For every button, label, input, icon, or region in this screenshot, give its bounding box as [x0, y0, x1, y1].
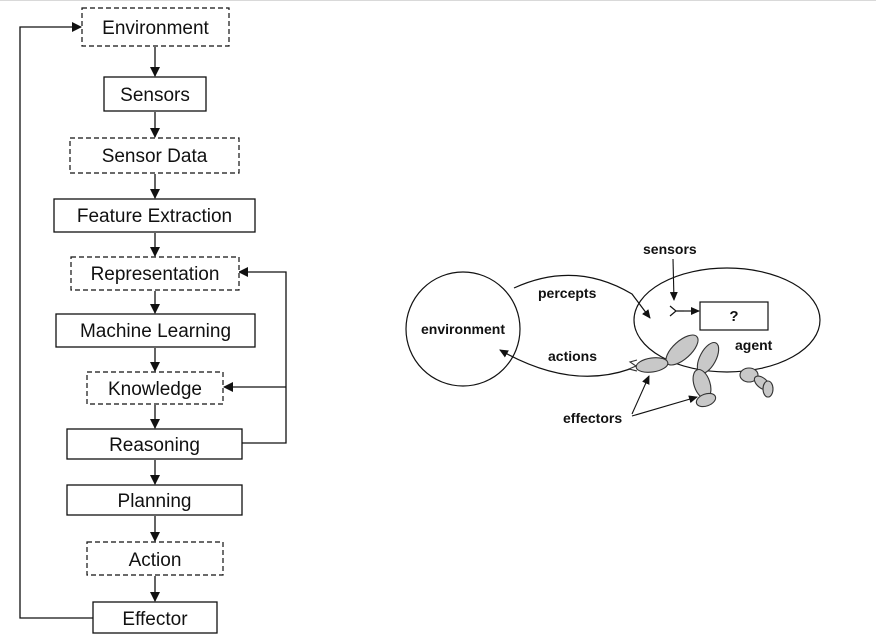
box-planning: Planning	[66, 484, 243, 516]
foot2	[762, 380, 774, 398]
box-representation-label: Representation	[91, 264, 220, 285]
box-representation: Representation	[70, 256, 240, 291]
hand-icon	[627, 359, 638, 372]
box-knowledge-label: Knowledge	[108, 379, 202, 400]
box-reasoning: Reasoning	[66, 428, 243, 460]
percepts-label: percepts	[538, 285, 597, 301]
box-sensors: Sensors	[103, 76, 207, 112]
box-effector-label: Effector	[122, 609, 188, 630]
box-sensor-data: Sensor Data	[69, 137, 240, 174]
sensor-eye-icon	[669, 305, 684, 317]
box-knowledge: Knowledge	[86, 371, 224, 405]
box-machine-learning: Machine Learning	[55, 313, 256, 348]
agent-diagram: environment ? agent sensors percepts act…	[405, 241, 821, 426]
actions-label: actions	[548, 348, 597, 364]
box-action: Action	[86, 541, 224, 576]
actions-arrow	[499, 349, 631, 377]
box-feature-extraction-label: Feature Extraction	[77, 206, 232, 227]
effectors-label: effectors	[563, 410, 622, 426]
percepts-arrow	[513, 274, 651, 319]
box-reasoning-label: Reasoning	[109, 435, 200, 456]
feedback-effector-environment	[19, 22, 93, 619]
feedback-reasoning-representation	[238, 267, 287, 444]
effectors-pointer-leg	[631, 395, 698, 417]
environment-circle	[405, 271, 521, 387]
effector-limbs	[627, 334, 774, 408]
agent-program-box	[699, 301, 769, 331]
arm-lower	[635, 357, 669, 373]
foot	[695, 392, 717, 408]
leg2-upper	[739, 367, 759, 383]
box-effector: Effector	[92, 601, 218, 634]
agent-program-label: ?	[729, 308, 738, 325]
box-action-label: Action	[129, 550, 182, 571]
sensors-label: sensors	[643, 241, 697, 257]
box-sensor-data-label: Sensor Data	[102, 146, 208, 167]
box-sensors-label: Sensors	[120, 85, 190, 106]
sensors-pointer-arrow	[669, 258, 678, 301]
environment-label: environment	[421, 321, 505, 337]
effectors-pointer-arm	[631, 375, 650, 415]
box-planning-label: Planning	[118, 491, 192, 512]
box-feature-extraction: Feature Extraction	[53, 198, 256, 233]
box-environment-label: Environment	[102, 18, 209, 39]
box-environment: Environment	[81, 7, 230, 47]
flowchart: Environment Sensors Sensor Data Feature …	[19, 7, 287, 634]
box-machine-learning-label: Machine Learning	[80, 321, 231, 342]
agent-label: agent	[735, 337, 773, 353]
top-border	[0, 0, 876, 1]
flow-connectors	[19, 22, 287, 619]
